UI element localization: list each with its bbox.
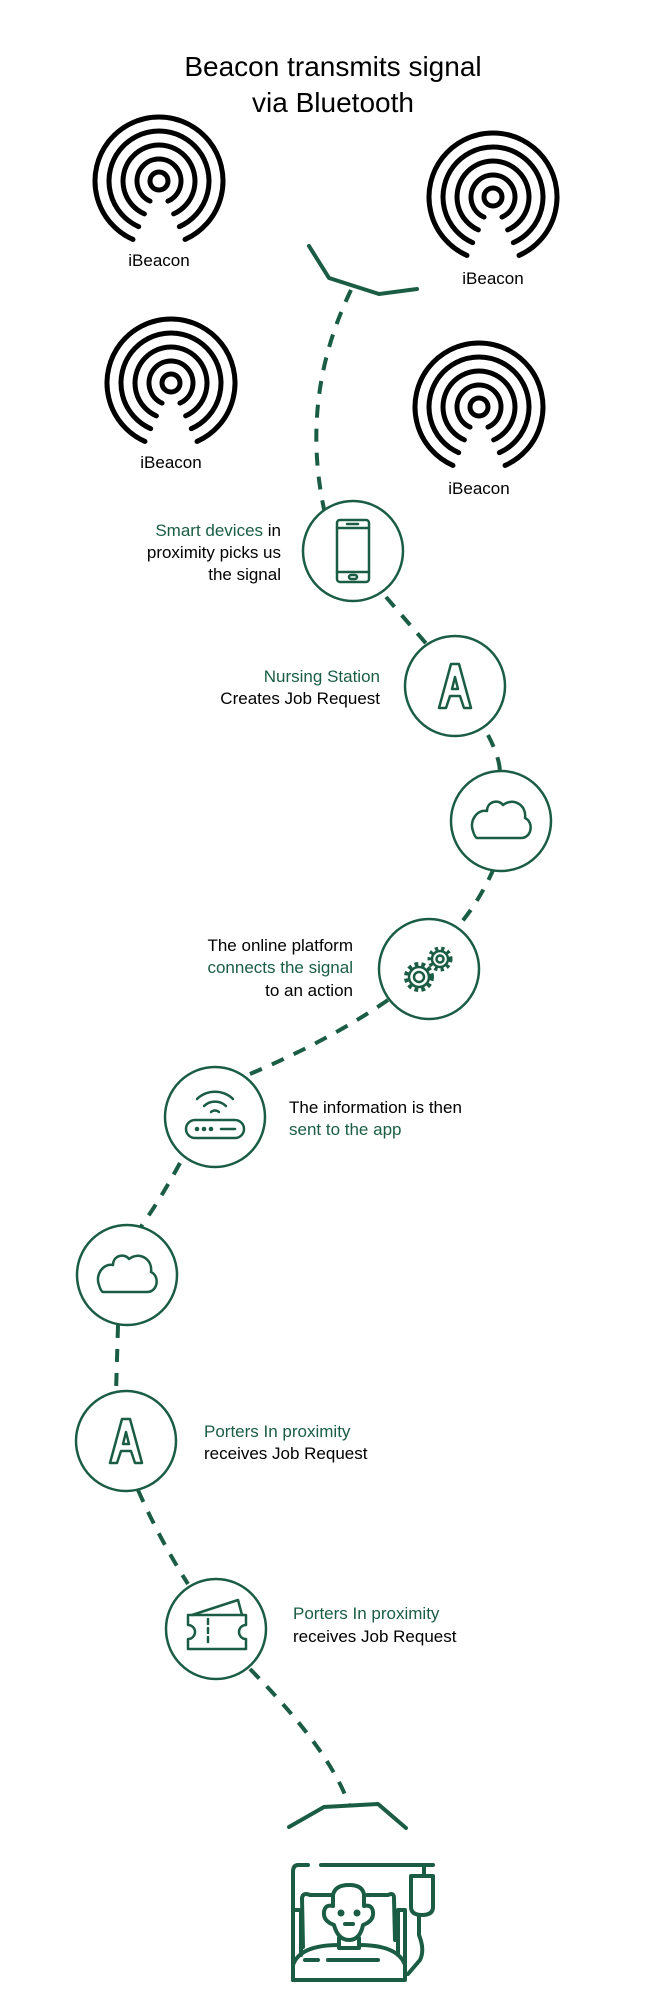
beacon-core [467, 395, 491, 419]
signal-arc [468, 172, 518, 220]
beacon-label: iBeacon [140, 453, 201, 472]
signal-arc [440, 368, 518, 443]
signal-arc [440, 144, 546, 246]
signal-arc [118, 330, 224, 432]
beacon-core [159, 371, 183, 395]
step-text-line: Porters In proximity [293, 1604, 440, 1623]
title-line-1: Beacon transmits signal [184, 51, 481, 82]
step-porters-ticket [164, 1577, 268, 1681]
ticket-icon [186, 1598, 248, 1651]
smartphone-icon [335, 518, 371, 584]
signal-arc [92, 114, 226, 242]
beacon-signal-icon [412, 340, 546, 468]
step-text-line: sent to the app [289, 1120, 401, 1139]
dashed-connector [486, 734, 502, 774]
signal-arc [412, 340, 546, 468]
signal-arc [426, 354, 532, 456]
app-a-icon [437, 662, 473, 710]
dashed-connector [384, 595, 432, 650]
step-text-line: Porters In proximity [204, 1422, 351, 1441]
signal-arc [106, 128, 212, 230]
step-text-line: receives Job Request [293, 1627, 457, 1646]
beacon-core [147, 169, 171, 193]
beacon-label: iBeacon [462, 269, 523, 288]
highlight-text: Smart devices [155, 521, 263, 540]
step-text-line: to an action [265, 981, 353, 1000]
beacon-signal-icon [104, 316, 238, 444]
step-text-line: The information is then [289, 1098, 462, 1117]
dashed-connector [136, 1489, 190, 1586]
signal-arc [104, 316, 238, 444]
beacon-core [481, 185, 505, 209]
signal-arc [134, 156, 184, 204]
beacon-signal-icon [426, 130, 560, 258]
signal-receiver-bracket [307, 244, 419, 296]
dashed-connector [138, 1162, 182, 1230]
step-text-line: The online platform [207, 936, 353, 955]
signal-arc [146, 358, 196, 406]
cloud-icon [470, 800, 532, 840]
gears-icon [404, 946, 453, 992]
step-text-line: proximity picks us [147, 543, 281, 562]
step-smart-devices [301, 499, 405, 603]
beacon-signal-icon [92, 114, 226, 242]
dashed-connector [248, 1667, 351, 1806]
title-line-2: via Bluetooth [252, 87, 414, 118]
patient-in-bed-icon [291, 1863, 435, 1982]
signal-arc [120, 142, 198, 217]
dashed-connector [458, 867, 496, 926]
step-text-line: connects the signal [207, 958, 353, 977]
step-text-line: the signal [208, 565, 281, 584]
cloud-icon [96, 1254, 158, 1294]
beacon-label: iBeacon [448, 479, 509, 498]
step-sent-to-app [163, 1065, 267, 1169]
step-text-line: Smart devices in [155, 521, 281, 540]
beacon-label: iBeacon [128, 251, 189, 270]
signal-arc [454, 158, 532, 233]
app-a-icon [108, 1417, 144, 1465]
router-wifi-icon [184, 1090, 246, 1140]
step-online-platform [377, 917, 481, 1021]
dashed-connector [114, 1324, 120, 1394]
step-text-line: Creates Job Request [220, 689, 380, 708]
step-porters-app [74, 1389, 178, 1493]
step-nursing-station [403, 634, 507, 738]
signal-arc [132, 344, 210, 419]
signal-arc [426, 130, 560, 258]
step-cloud [449, 769, 553, 873]
signal-arc [454, 382, 504, 430]
step-cloud [75, 1223, 179, 1327]
dashed-connector [249, 998, 390, 1076]
step-text-line: receives Job Request [204, 1444, 368, 1463]
plain-text: in [263, 521, 281, 540]
dashed-connector [314, 289, 353, 519]
step-text-line: Nursing Station [264, 667, 380, 686]
patient-bracket [287, 1802, 408, 1830]
